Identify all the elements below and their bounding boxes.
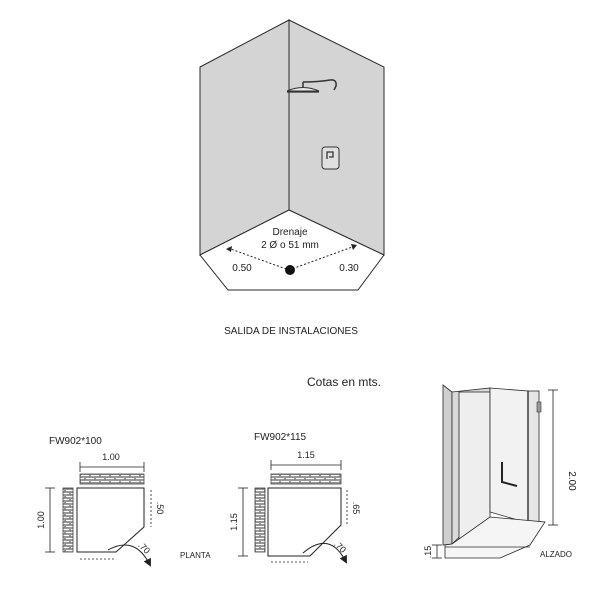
plan-115-left-wall [254,487,266,553]
elevation-left-wall [442,384,453,546]
planta-label: PLANTA [180,551,211,560]
mixer-valve-icon [321,146,340,170]
plan-115-door: .70 [332,539,348,555]
plan-100: FW902*100 1.00 1.00 .50 .70 [36,436,165,567]
install-view: Drenaje 2 Ø o 51 mm 0.50 0.30 [199,19,385,291]
elevation-base: .15 [423,546,433,559]
elevation-glass-side [458,391,491,540]
plan-115-door-swing [302,542,347,564]
plan-115: FW902*115 1.15 1.15 .65 .70 [229,432,361,564]
shower-floor [199,209,385,291]
plan-100-side: .50 [155,502,165,515]
elevation-glass-door [489,387,529,524]
install-caption: SALIDA DE INSTALACIONES [224,326,358,337]
plan-115-depth: 1.15 [229,513,239,531]
elevation-height: 2.00 [566,471,577,491]
plan-100-model: FW902*100 [49,436,102,447]
elevation-label: ALZADO [540,550,572,559]
plan-100-door: .70 [136,540,152,556]
elevation-view: 2.00 .15 ALZADO [423,384,577,559]
drain-label: Drenaje [272,227,307,238]
plan-100-door-swing [107,544,151,567]
units-note: Cotas en mts. [307,375,381,389]
elevation-tray [444,516,546,559]
plan-115-width: 1.15 [297,450,315,460]
door-handle-icon [501,462,518,487]
right-dim-label: 0.30 [339,263,359,274]
drain-dim-left [227,247,290,271]
plan-100-left-wall [62,487,74,553]
plan-100-depth: 1.00 [36,511,46,529]
plan-100-tray [76,487,145,553]
plan-115-model: FW902*115 [254,432,307,443]
drain-icon [285,265,295,275]
shower-head-icon [286,79,337,93]
left-dim-label: 0.50 [232,263,252,274]
plan-115-side: .65 [351,502,361,515]
plan-100-top-wall [79,473,145,485]
plan-115-tray [267,487,342,557]
plan-100-width: 1.00 [102,452,120,462]
plan-115-top-wall [270,473,342,485]
drain-spec: 2 Ø o 51 mm [261,240,319,251]
